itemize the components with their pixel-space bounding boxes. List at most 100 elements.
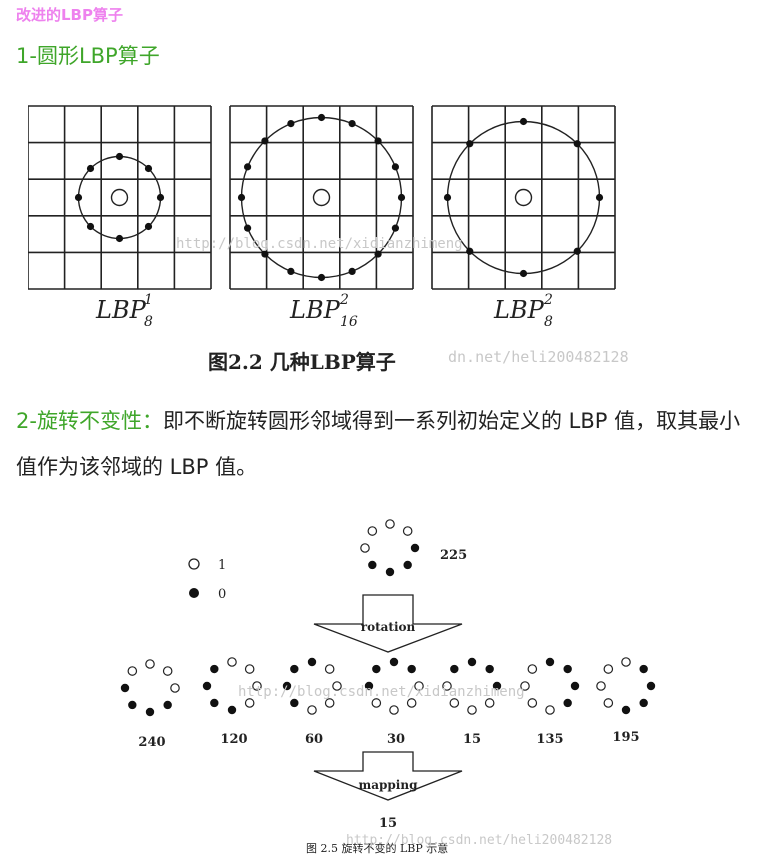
sample-point xyxy=(397,193,406,202)
rotated-value-6: 135 xyxy=(536,732,563,747)
bit-one-circle xyxy=(527,698,538,708)
panel1-label-sub: 8 xyxy=(144,314,153,330)
panel2-label-base: LBP xyxy=(289,296,341,324)
bit-one-circle xyxy=(484,698,495,708)
bit-zero-circle xyxy=(403,560,412,570)
bit-one-circle xyxy=(385,519,395,529)
center-pixel-circle xyxy=(312,188,331,207)
sample-point xyxy=(86,164,95,173)
bit-zero-circle xyxy=(563,698,572,708)
top-pattern-value: 225 xyxy=(440,548,467,563)
bit-zero-circle xyxy=(570,681,580,691)
figure-rotation-invariance: 1 0 225 rotation http://blog.csdn.net/xi… xyxy=(120,519,656,855)
bit-one-circle xyxy=(324,698,335,708)
sample-point xyxy=(115,234,124,243)
legend-filled-circle-icon xyxy=(189,588,199,598)
bit-zero-circle xyxy=(407,664,416,674)
sample-point xyxy=(86,222,95,231)
panel2-label-sup: 2 xyxy=(339,292,349,308)
bit-zero-circle xyxy=(290,698,299,708)
rotated-value-3: 60 xyxy=(305,732,323,747)
rotation-arrow-icon xyxy=(313,594,463,653)
bit-one-circle xyxy=(127,666,138,676)
section2-text: 即不断旋转圆形邻域得到一系列初始定义的 LBP 值，取其最小值作为该邻域的 LB… xyxy=(16,409,741,479)
bit-one-circle xyxy=(467,705,477,715)
sample-point xyxy=(519,117,528,126)
bit-one-circle xyxy=(389,705,399,715)
sample-point xyxy=(573,140,581,148)
bit-one-circle xyxy=(170,683,180,693)
rotated-value-2: 120 xyxy=(220,732,247,747)
bit-zero-circle xyxy=(639,664,648,674)
sample-point xyxy=(573,247,581,255)
bit-zero-circle xyxy=(621,705,631,715)
bit-zero-circle xyxy=(545,657,555,667)
sample-point xyxy=(391,224,400,232)
sample-point xyxy=(317,273,326,282)
sample-point xyxy=(443,193,452,202)
mapping-label: mapping xyxy=(359,778,419,792)
bit-one-circle xyxy=(367,526,378,536)
panel3-label-sub: 8 xyxy=(544,314,553,330)
bit-zero-circle xyxy=(385,567,395,577)
bit-zero-circle xyxy=(210,664,219,674)
bit-one-circle xyxy=(402,526,413,536)
rotated-value-7: 195 xyxy=(612,730,639,745)
sample-point xyxy=(595,193,604,202)
section2-paragraph: 2-旋转不变性：即不断旋转圆形邻域得到一系列初始定义的 LBP 值，取其最小值作… xyxy=(16,398,761,490)
rotated-value-1: 240 xyxy=(138,735,165,750)
center-pixel-circle xyxy=(110,188,129,207)
bit-zero-circle xyxy=(410,543,420,553)
sample-point xyxy=(348,267,356,276)
sample-point xyxy=(261,137,269,145)
bit-zero-circle xyxy=(364,681,374,691)
bit-one-circle xyxy=(252,681,262,691)
sample-point xyxy=(348,119,356,128)
panel3-label-sup: 2 xyxy=(543,292,553,308)
bit-zero-circle xyxy=(210,698,219,708)
bit-zero-circle xyxy=(202,681,212,691)
bit-zero-circle xyxy=(563,664,572,674)
bit-zero-circle xyxy=(467,657,477,667)
sample-point xyxy=(144,164,153,173)
bit-zero-circle xyxy=(227,705,237,715)
bit-one-circle xyxy=(371,698,382,708)
bit-zero-circle xyxy=(492,681,502,691)
bit-one-circle xyxy=(406,698,417,708)
section2-label: 2-旋转不变性： xyxy=(16,409,163,433)
bit-one-circle xyxy=(520,681,530,691)
figure-circular-lbp: http://blog.csdn.net/xidianzhimeng LBP 1… xyxy=(28,105,629,374)
bit-zero-circle xyxy=(128,700,137,710)
bit-one-circle xyxy=(442,681,452,691)
bit-zero-circle xyxy=(290,664,299,674)
figure1-watermark-user: dn.net/heli200482128 xyxy=(448,348,629,366)
sample-point xyxy=(261,250,269,258)
bit-one-circle xyxy=(527,664,538,674)
rotation-label: rotation xyxy=(361,620,416,634)
legend-label-0: 0 xyxy=(218,587,226,602)
figure2-watermark-user: http://blog.csdn.net/heli200482128 xyxy=(346,833,612,848)
bit-one-circle xyxy=(545,705,555,715)
sample-point xyxy=(74,193,83,202)
bit-one-circle xyxy=(332,681,342,691)
figure1-caption: 图2.2 几种LBP算子 xyxy=(208,350,396,374)
panel2-label-sub: 16 xyxy=(340,314,358,330)
bit-zero-circle xyxy=(120,683,130,693)
figure1-watermark-blog: http://blog.csdn.net/xidianzhimeng xyxy=(176,236,463,252)
sample-point xyxy=(144,222,153,231)
bit-one-circle xyxy=(145,659,155,669)
page-title-small: 改进的LBP算子 xyxy=(16,6,123,24)
panel1-label-sup: 1 xyxy=(144,292,153,308)
bit-zero-circle xyxy=(450,664,459,674)
sample-point xyxy=(287,119,295,128)
sample-point xyxy=(156,193,165,202)
sample-point xyxy=(237,193,246,202)
sample-point xyxy=(243,224,252,232)
sample-point xyxy=(466,140,474,148)
sample-point xyxy=(317,113,326,122)
bit-one-circle xyxy=(244,698,255,708)
bit-zero-circle xyxy=(389,657,399,667)
legend-label-1: 1 xyxy=(218,558,226,573)
section1-heading: 1-圆形LBP算子 xyxy=(16,44,160,68)
sample-point xyxy=(519,269,528,278)
